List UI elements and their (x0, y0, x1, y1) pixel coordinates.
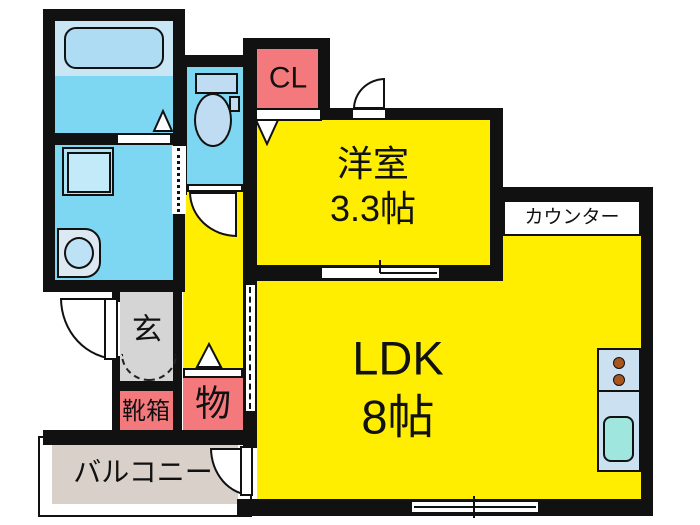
toilet-tank (195, 73, 238, 94)
closet-room (257, 49, 318, 108)
washing-machine-pan (62, 147, 114, 196)
ldk-room-upper (503, 236, 641, 281)
storage-opening (183, 368, 243, 378)
kitchen-unit (597, 348, 641, 472)
storage-door-marker-icon (195, 341, 223, 368)
counter-label: カウンター (524, 207, 620, 229)
wall-entrance-right (173, 292, 182, 432)
balcony-floor (52, 438, 238, 504)
shoe-box-label: 靴箱 (122, 398, 170, 425)
wall-closet-top (245, 38, 330, 49)
entrance-label: 玄 (132, 313, 162, 347)
washroom-accordion-door (172, 146, 186, 214)
hallway-ldk-sliding-door (244, 283, 257, 413)
closet-label: CL (268, 61, 308, 95)
ldk-name: LDK (352, 331, 444, 385)
toilet-side-box (229, 96, 240, 112)
bath-door-marker-icon (152, 108, 174, 132)
wall-counter-top (490, 187, 653, 200)
balcony-door-leaf (240, 446, 253, 496)
wall-closet-right (318, 38, 330, 120)
stove-burner-icon (613, 374, 625, 386)
wall-entrance-shoebox-divider (112, 381, 182, 391)
bath-door-opening (116, 133, 172, 145)
kitchen-unit-divider (599, 390, 639, 392)
bathtub (64, 27, 164, 69)
sliding-door-rail (380, 272, 437, 274)
closet-opening (255, 108, 322, 121)
western-room-door-sill (351, 108, 387, 120)
washbasin-bowl (64, 237, 94, 269)
sliding-door-track (249, 287, 251, 409)
western-ldk-sliding-door (320, 260, 441, 280)
toilet-bowl (194, 93, 232, 147)
balcony-label: バルコニー (73, 456, 213, 488)
wall-bath-bottom (43, 280, 185, 292)
ldk-window (410, 496, 540, 518)
kitchen-sink (603, 416, 634, 462)
wall-entrance-left-upper (112, 292, 120, 302)
bathroom-floor (55, 76, 173, 133)
closet-door-marker-icon (254, 119, 280, 147)
wall-balcony-top (43, 430, 257, 445)
ldk-area: 8帖 (361, 390, 435, 443)
shoe-box-room (120, 391, 173, 432)
stove-burner-icon (613, 357, 625, 369)
window-tick (473, 496, 475, 518)
western-room-area: 3.3帖 (329, 188, 417, 229)
wall-outer-right (641, 187, 653, 516)
ldk-room (257, 281, 641, 499)
kitchen-counter (503, 200, 641, 236)
accordion-dotted-line (177, 148, 180, 212)
wall-toilet-top (178, 55, 250, 67)
toilet-door-sill (187, 184, 243, 192)
washing-machine-inner (67, 152, 111, 193)
western-room (257, 120, 490, 266)
wall-entrance-left-lower (112, 356, 120, 432)
wall-bath-left (43, 9, 55, 292)
storage-room (183, 378, 243, 432)
entrance-door-leaf (104, 298, 118, 360)
wall-toilet-left (178, 55, 187, 195)
western-room-name: 洋室 (336, 143, 410, 184)
wall-bath-top (43, 9, 185, 21)
storage-label: 物 (194, 382, 232, 424)
western-room-label: 洋室 3.3帖 (330, 141, 416, 231)
sliding-door-tick (379, 260, 381, 273)
western-room-door-swing (353, 78, 385, 109)
wall-western-top (318, 108, 503, 120)
ldk-label: LDK 8帖 (352, 329, 443, 447)
window-rail (414, 506, 536, 508)
